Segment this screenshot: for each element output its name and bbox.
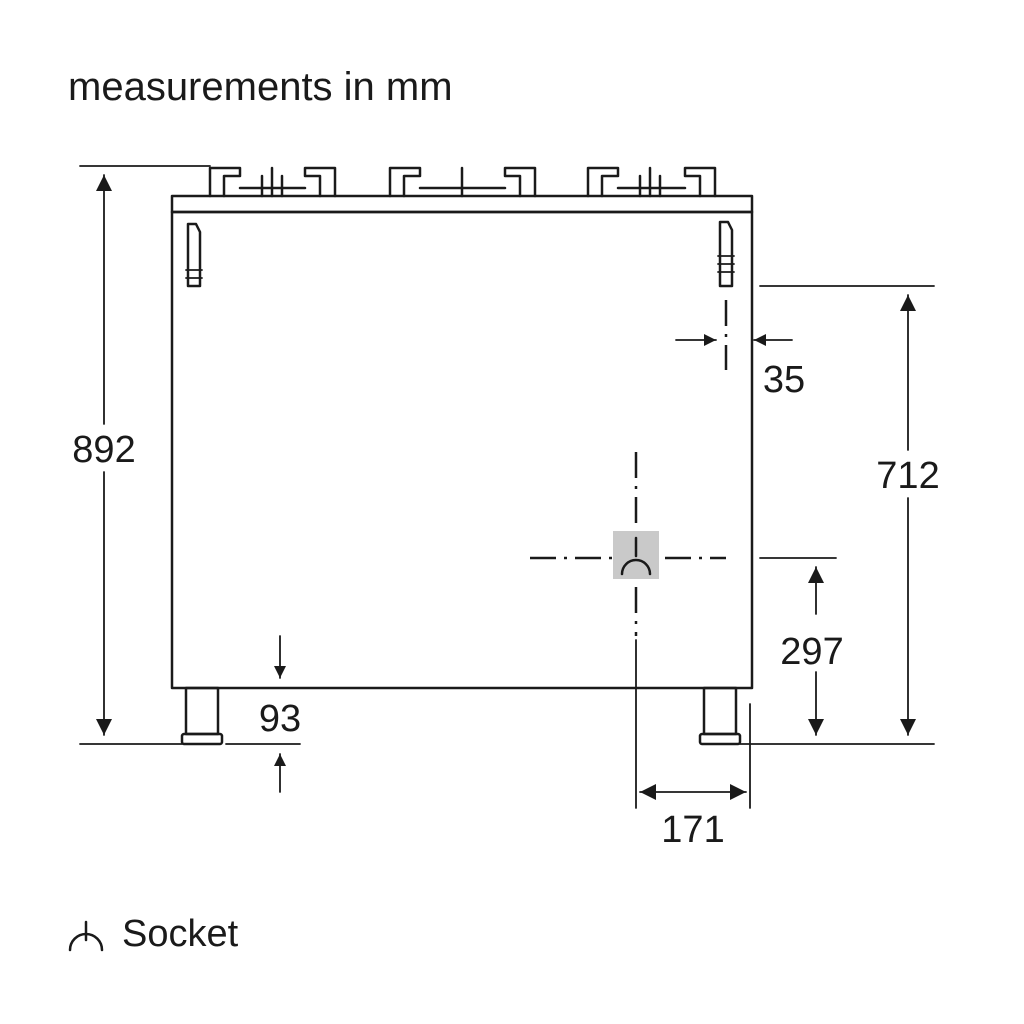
- dimension-93-label: 93: [259, 698, 301, 740]
- socket-marker: [613, 531, 659, 579]
- dimension-93: 93: [225, 635, 301, 793]
- pan-support-middle: [388, 166, 537, 198]
- dimension-35: 35: [675, 334, 805, 401]
- pan-supports: [208, 166, 717, 198]
- right-leg: [698, 686, 742, 746]
- left-bracket: [185, 222, 203, 288]
- dimension-297-label: 297: [780, 631, 843, 673]
- socket-legend-label: Socket: [122, 913, 239, 955]
- pan-support-right: [586, 166, 717, 198]
- dimension-171-label: 171: [661, 809, 724, 851]
- dimension-892: 892: [72, 165, 211, 745]
- hob-top-plate: [170, 194, 754, 214]
- dimension-712-label: 712: [876, 455, 939, 497]
- socket-legend-icon: [68, 920, 104, 952]
- dimension-892-label: 892: [72, 429, 135, 471]
- left-leg: [180, 686, 224, 746]
- page-title: measurements in mm: [68, 65, 453, 109]
- right-bracket: [717, 220, 735, 288]
- socket-icon: [620, 536, 652, 576]
- cooker-cabinet: [170, 210, 754, 690]
- dimension-171: 171: [635, 639, 751, 851]
- dimension-297: 297: [759, 557, 844, 736]
- dimension-35-label: 35: [763, 359, 805, 401]
- pan-support-left: [208, 166, 337, 198]
- legend: Socket: [68, 913, 239, 955]
- dimension-712: 712: [739, 285, 940, 745]
- socket-centerlines: [530, 300, 728, 636]
- cooker-body: [170, 194, 754, 690]
